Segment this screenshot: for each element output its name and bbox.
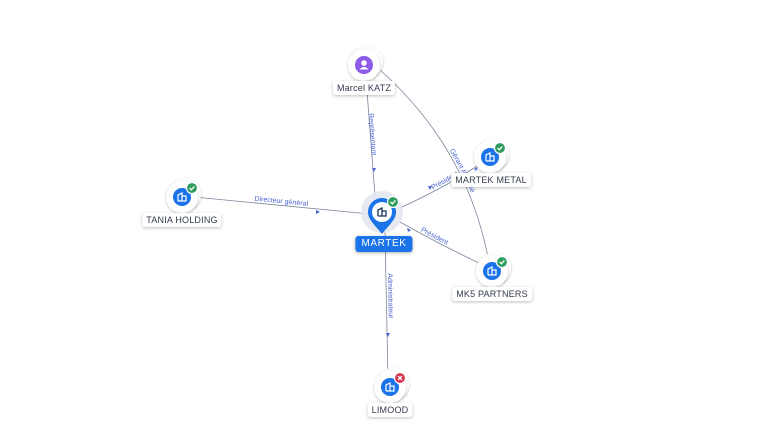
node-mk5-partners[interactable]: [476, 252, 511, 287]
node-label-martek-metal[interactable]: MARTEK METAL: [451, 173, 531, 187]
edge-arrow: [474, 167, 478, 171]
edge-tania-martek[interactable]: [193, 196, 371, 215]
status-active-icon: [185, 181, 199, 195]
node-limood[interactable]: [374, 368, 409, 403]
node-martek[interactable]: [361, 191, 403, 234]
status-active-icon: [493, 141, 507, 155]
edge-martek-limood[interactable]: [384, 231, 389, 381]
node-label-martek[interactable]: MARTEK: [355, 236, 413, 252]
edge-arrow: [386, 333, 390, 337]
node-label-tania-holding[interactable]: TANIA HOLDING: [142, 213, 222, 227]
edge-label-administrateur: Administrateur: [386, 273, 394, 319]
edge-arrow: [372, 168, 376, 172]
edge-label-president-mk5: Président: [420, 227, 449, 247]
node-label-limood[interactable]: LIMOOD: [367, 403, 413, 417]
edge-label-gerant-associe: Gérant Associé: [448, 148, 476, 194]
edge-marcel-mk5[interactable]: [379, 69, 491, 269]
edge-arrows: [316, 167, 478, 337]
node-label-marcel-katz[interactable]: Marcel KATZ: [332, 81, 396, 95]
edges-layer: [193, 69, 491, 381]
edge-arrow: [316, 210, 320, 214]
edge-marcel-martek[interactable]: [365, 77, 376, 197]
edge-arrow: [407, 228, 411, 232]
edge-label-representant: Représentant: [367, 113, 377, 156]
node-martek-metal[interactable]: [474, 138, 509, 173]
edge-label-directeur-general: Directeur général: [254, 196, 309, 208]
nodes-layer: [166, 46, 511, 403]
status-active-icon: [386, 195, 400, 209]
node-marcel-katz[interactable]: [348, 46, 383, 81]
building-icon: [377, 206, 387, 217]
edge-arrow: [428, 186, 432, 190]
node-label-mk5-partners[interactable]: MK5 PARTNERS: [452, 287, 532, 301]
status-active-icon: [495, 255, 509, 269]
node-tania-holding[interactable]: [166, 178, 201, 213]
